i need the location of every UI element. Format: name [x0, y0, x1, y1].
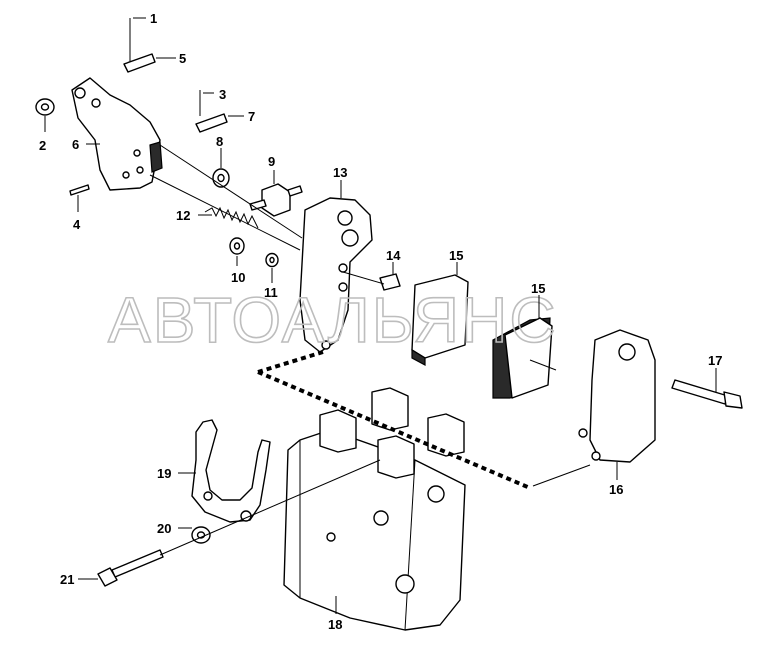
callout-20: 20: [157, 521, 171, 536]
callout-10: 10: [231, 270, 245, 285]
callout-3: 3: [219, 87, 226, 102]
part-15-pad-upper: [411, 274, 469, 367]
part-7-pin: [195, 113, 228, 133]
part-19-fork: [191, 419, 271, 523]
callout-15-upper: 15: [449, 248, 463, 263]
part-9-block: [249, 183, 303, 217]
part-13-caliper: [299, 197, 373, 353]
callout-17: 17: [708, 353, 722, 368]
callout-2: 2: [39, 138, 46, 153]
callout-15-lower: 15: [531, 281, 545, 296]
callout-5: 5: [179, 51, 186, 66]
part-4-pin: [69, 184, 90, 196]
assembly-lines: [149, 144, 591, 556]
part-18-carrier: [283, 387, 466, 631]
watermark-text: АВТОАЛЬЯНС: [108, 284, 558, 356]
callout-19: 19: [157, 466, 171, 481]
callout-14: 14: [386, 248, 401, 263]
part-10-nut: [229, 237, 245, 255]
callout-13: 13: [333, 165, 347, 180]
callout-7: 7: [248, 109, 255, 124]
callout-12: 12: [176, 208, 190, 223]
part-11-washer: [265, 252, 279, 268]
part-8-nut: [212, 168, 230, 188]
callout-9: 9: [268, 154, 275, 169]
callout-11: 11: [264, 285, 278, 300]
part-15-pad-lower: [492, 317, 557, 399]
part-17-bolt: [671, 379, 743, 409]
part-21-bolt: [97, 549, 164, 587]
callout-21: 21: [60, 572, 74, 587]
callout-labels: 1 2 3 4 5 6 7 8 9 10 12 11 13 14 15 15 1…: [39, 11, 722, 632]
part-16-caliper: [578, 329, 656, 463]
callout-6: 6: [72, 137, 79, 152]
callout-16: 16: [609, 482, 623, 497]
callout-4: 4: [73, 217, 81, 232]
part-6-lever: [71, 77, 163, 191]
part-2-washer: [35, 98, 55, 116]
part-5-pin: [123, 53, 156, 73]
part-14-pin: [342, 271, 401, 291]
callout-18: 18: [328, 617, 342, 632]
callout-8: 8: [216, 134, 223, 149]
callout-1: 1: [150, 11, 157, 26]
callout-leaders: [44, 17, 717, 614]
